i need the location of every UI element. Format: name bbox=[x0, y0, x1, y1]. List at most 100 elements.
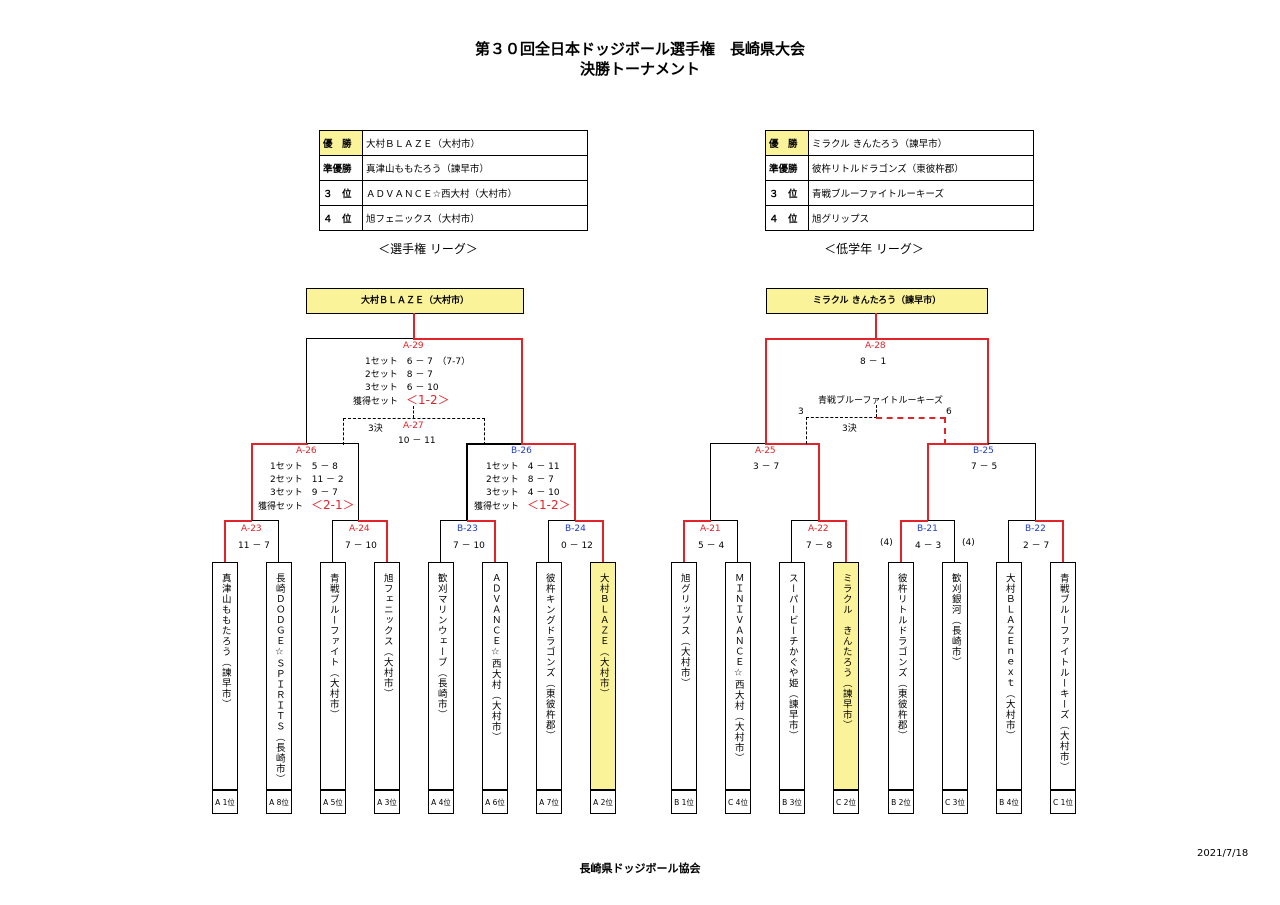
rank-team: 旭グリップス bbox=[808, 205, 1034, 231]
seed-label: A 6位 bbox=[482, 790, 508, 814]
third-place-right: 6 bbox=[946, 407, 952, 417]
seed-label: A 1位 bbox=[212, 790, 238, 814]
match-id-a26: A-26 bbox=[296, 446, 317, 456]
rank-team: ミラクル きんたろう（諫早市） bbox=[808, 130, 1034, 156]
match-b26-set3: 3セット 4 － 10 bbox=[486, 488, 560, 498]
team-box-winner: 大村ＢＬＡＺＥ（大村市） bbox=[590, 562, 616, 790]
team-box: 歓刈マリンウェーブ（長崎市） bbox=[428, 562, 454, 790]
rank-team: 青戦ブルーファイトルーキーズ bbox=[808, 180, 1034, 206]
match-id-a23: A-23 bbox=[241, 524, 262, 534]
match-id-a27: A-27 bbox=[403, 421, 424, 431]
seed-label: A 3位 bbox=[374, 790, 400, 814]
match-a26-won: ＜2-1＞ bbox=[311, 498, 355, 512]
rank-label: 優 勝 bbox=[765, 130, 809, 156]
match-id-a24: A-24 bbox=[349, 524, 370, 534]
rank-label: 準優勝 bbox=[765, 155, 809, 181]
rank-label: ３ 位 bbox=[765, 180, 809, 206]
match-a26-set1: 1セット 5 － 8 bbox=[270, 462, 338, 472]
page-title: 第３０回全日本ドッジボール選手権 長崎県大会 bbox=[474, 40, 805, 58]
seed-label: B 3位 bbox=[779, 790, 805, 814]
match-b23-score: 7 － 10 bbox=[453, 541, 485, 551]
match-b26-won: ＜1-2＞ bbox=[527, 498, 571, 512]
seed-label: C 2位 bbox=[833, 790, 859, 814]
champion-box-left: 大村ＢＬＡＺＥ（大村市） bbox=[306, 288, 524, 314]
team-box: 青戦ブルーファイト（大村市） bbox=[320, 562, 346, 790]
team-box: 青戦ブルーファイトルーキーズ（大村市） bbox=[1050, 562, 1076, 790]
match-id-a28: A-28 bbox=[865, 341, 886, 351]
results-table-junior: 優 勝ミラクル きんたろう（諫早市） 準優勝彼杵リトルドラゴンズ（東彼杵郡） ３… bbox=[765, 130, 1034, 231]
document-date: 2021/7/18 bbox=[1197, 848, 1249, 859]
rank-label: ４ 位 bbox=[319, 205, 363, 231]
seed-label: C 4位 bbox=[725, 790, 751, 814]
match-id-a25: A-25 bbox=[755, 446, 776, 456]
third-place-team: 青戦ブルーファイトルーキーズ bbox=[818, 396, 944, 406]
match-a23-score: 11 － 7 bbox=[238, 541, 270, 551]
match-id-a22: A-22 bbox=[808, 524, 829, 534]
match-id-b25: B-25 bbox=[973, 446, 994, 456]
rank-team: ＡＤＶＡＮＣＥ☆西大村（大村市） bbox=[362, 180, 588, 206]
match-b26-won-label: 獲得セット bbox=[474, 502, 520, 512]
team-box: 大村ＢＬＡＺＥｎｅｘｔ（大村市） bbox=[996, 562, 1022, 790]
match-a22-score: 7 － 8 bbox=[806, 541, 833, 551]
rank-team: 旭フェニックス（大村市） bbox=[362, 205, 588, 231]
match-a27-label: 3決 bbox=[368, 424, 383, 434]
match-a29-set3: 3セット 6 － 10 bbox=[365, 383, 439, 393]
seed-label: A 4位 bbox=[428, 790, 454, 814]
team-box: ＭＩＮＩＶＡＮＣＥ☆西大村（大村市） bbox=[725, 562, 751, 790]
rank-label: 準優勝 bbox=[319, 155, 363, 181]
team-box: 旭フェニックス（大村市） bbox=[374, 562, 400, 790]
match-id-b24: B-24 bbox=[565, 524, 586, 534]
match-a27-score: 10 － 11 bbox=[398, 436, 436, 446]
seed-label: B 4位 bbox=[996, 790, 1022, 814]
match-id-b23: B-23 bbox=[457, 524, 478, 534]
match-a24-score: 7 － 10 bbox=[345, 541, 377, 551]
match-b22-score: 2 － 7 bbox=[1023, 541, 1050, 551]
match-a26-won-label: 獲得セット bbox=[258, 502, 304, 512]
seed-label: A 5位 bbox=[320, 790, 346, 814]
seed-label: B 2位 bbox=[888, 790, 914, 814]
match-id-a21: A-21 bbox=[700, 524, 721, 534]
footer-organization: 長崎県ドッジボール協会 bbox=[579, 862, 701, 875]
match-id-b21: B-21 bbox=[917, 524, 938, 534]
match-b24-score: 0 － 12 bbox=[561, 541, 593, 551]
rank-label: ３ 位 bbox=[319, 180, 363, 206]
match-b21-right-note: (4) bbox=[962, 538, 975, 548]
match-a29-set2: 2セット 8 － 7 bbox=[365, 370, 433, 380]
team-box: 真津山ももたろう（諫早市） bbox=[212, 562, 238, 790]
match-a26-set2: 2セット 11 － 2 bbox=[270, 475, 344, 485]
match-a25-score: 3 － 7 bbox=[753, 462, 780, 472]
team-box-winner: ミラクル きんたろう（諫早市） bbox=[833, 562, 859, 790]
results-caption-championship: ＜選手権 リーグ＞ bbox=[378, 242, 478, 256]
seed-label: A 8位 bbox=[266, 790, 292, 814]
match-a26-set3: 3セット 9 － 7 bbox=[270, 488, 338, 498]
results-caption-junior: ＜低学年 リーグ＞ bbox=[824, 242, 924, 256]
match-a28-score: 8 － 1 bbox=[860, 357, 887, 367]
seed-label: A 2位 bbox=[590, 790, 616, 814]
team-box: 彼杵リトルドラゴンズ（東彼杵郡） bbox=[888, 562, 914, 790]
match-b25-score: 7 － 5 bbox=[971, 462, 998, 472]
rank-label: ４ 位 bbox=[765, 205, 809, 231]
third-place-left: 3 bbox=[798, 407, 804, 417]
match-a29-set1: 1セット 6 － 7 （7-7） bbox=[365, 357, 471, 367]
match-b21-left-note: (4) bbox=[880, 538, 893, 548]
champion-box-right: ミラクル きんたろう（諫早市） bbox=[766, 288, 988, 314]
rank-team: 真津山ももたろう（諫早市） bbox=[362, 155, 588, 181]
match-id-a29: A-29 bbox=[403, 341, 424, 351]
match-a21-score: 5 － 4 bbox=[698, 541, 725, 551]
team-box: 長崎ＤＯＤＧＥ☆ＳＰＩＲＩＴＳ（長崎市） bbox=[266, 562, 292, 790]
team-box: 旭グリップス（大村市） bbox=[671, 562, 697, 790]
match-b21-score: 4 － 3 bbox=[915, 541, 942, 551]
match-id-b22: B-22 bbox=[1025, 524, 1046, 534]
seed-label: A 7位 bbox=[536, 790, 562, 814]
rank-team: 大村ＢＬＡＺＥ（大村市） bbox=[362, 130, 588, 156]
match-b26-set2: 2セット 8 － 7 bbox=[486, 475, 554, 485]
team-box: ＡＤＶＡＮＣＥ☆西大村（大村市） bbox=[482, 562, 508, 790]
team-box: 歓刈銀河（長崎市） bbox=[942, 562, 968, 790]
rank-label: 優 勝 bbox=[319, 130, 363, 156]
team-box: 彼杵キングドラゴンズ（東彼杵郡） bbox=[536, 562, 562, 790]
third-place-label: 3決 bbox=[842, 424, 857, 434]
seed-label: B 1位 bbox=[671, 790, 697, 814]
match-a29-won-label: 獲得セット bbox=[353, 397, 399, 407]
seed-label: C 1位 bbox=[1050, 790, 1076, 814]
